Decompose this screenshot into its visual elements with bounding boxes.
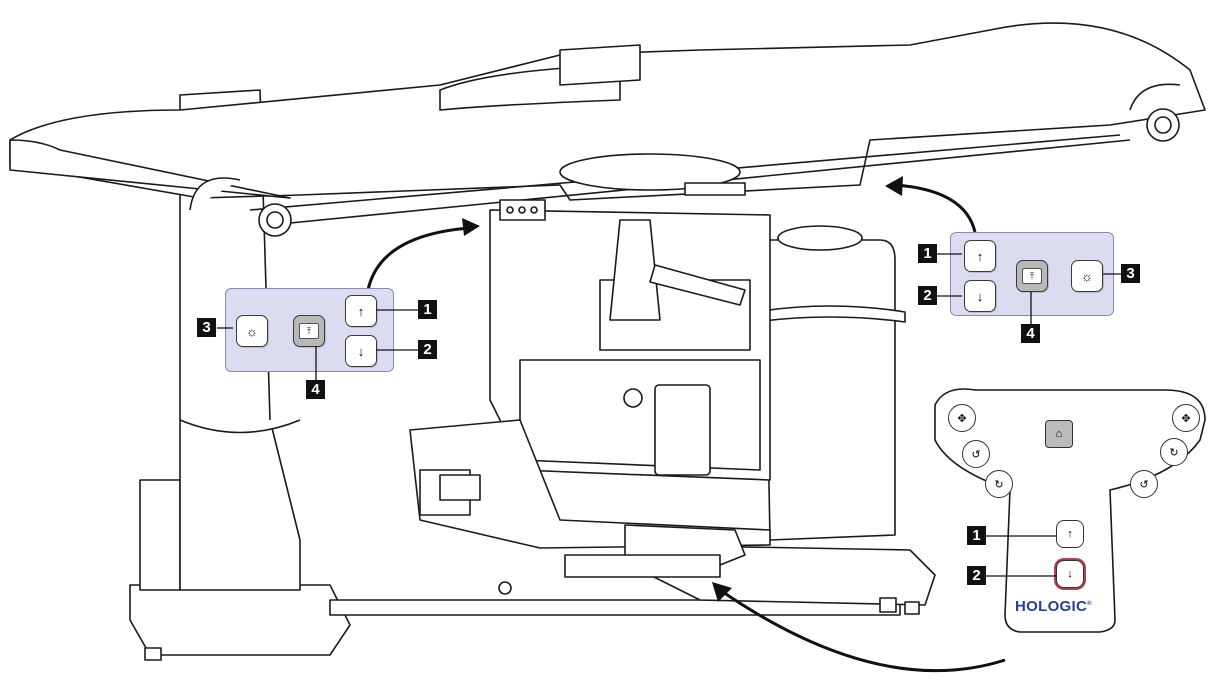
pendant-rotate-right-mid[interactable]: ↻ [1160, 438, 1188, 466]
arrow-to-right-panel [894, 183, 977, 233]
pendant-up-button[interactable]: ↑ [1056, 520, 1084, 548]
callout-4-left: 4 [306, 380, 325, 399]
pendant-rotate-right-upper[interactable]: ✥ [1172, 404, 1200, 432]
right-up-button[interactable]: ↑ [964, 240, 996, 272]
callout-3-left: 3 [197, 318, 216, 337]
left-light-button[interactable]: ☼ [236, 315, 268, 347]
pendant-rotate-left-mid[interactable]: ↺ [962, 440, 990, 468]
down-arrow-icon: ↓ [1067, 568, 1073, 580]
up-arrow-icon: ↑ [1067, 528, 1073, 540]
left-up-button[interactable]: ↑ [345, 295, 377, 327]
callout-2-pendant: 2 [967, 566, 986, 585]
callout-2-right: 2 [918, 286, 937, 305]
left-base-foot [129, 584, 351, 656]
callout-1-left: 1 [418, 300, 437, 319]
down-arrow-icon: ↓ [976, 288, 984, 304]
pendant-rotate-left-upper[interactable]: ✥ [948, 404, 976, 432]
down-arrow-icon: ↓ [357, 343, 365, 359]
pendant-down-button[interactable]: ↓ [1056, 560, 1084, 588]
rotation-arm [409, 419, 771, 549]
hologic-logo: HOLOGIC® [1015, 598, 1092, 615]
callout-4-right: 4 [1021, 324, 1040, 343]
pendant-rotate-right-lower[interactable]: ↺ [1130, 470, 1158, 498]
left-home-button[interactable]: ⤒ [293, 315, 325, 347]
callout-1-right: 1 [918, 244, 937, 263]
right-home-button[interactable]: ⤒ [1016, 260, 1048, 292]
left-down-button[interactable]: ↓ [345, 335, 377, 367]
up-arrow-icon: ↑ [357, 303, 365, 319]
right-down-button[interactable]: ↓ [964, 280, 996, 312]
arrow-to-foot-pedal [719, 588, 1006, 673]
home-icon: ⤒ [299, 323, 319, 339]
pendant-rotate-left-lower[interactable]: ↻ [985, 470, 1013, 498]
pendant-lock-button[interactable]: ⌂ [1045, 420, 1073, 448]
light-icon: ☼ [1081, 268, 1093, 284]
light-icon: ☼ [246, 323, 258, 339]
up-arrow-icon: ↑ [976, 248, 984, 264]
table-top [9, 22, 1206, 201]
callout-1-pendant: 1 [967, 526, 986, 545]
callout-2-left: 2 [418, 340, 437, 359]
callout-3-right: 3 [1121, 264, 1140, 283]
gantry-display [654, 384, 711, 476]
home-icon: ⤒ [1022, 268, 1042, 284]
right-light-button[interactable]: ☼ [1071, 260, 1103, 292]
arrow-to-left-panel [366, 226, 471, 291]
